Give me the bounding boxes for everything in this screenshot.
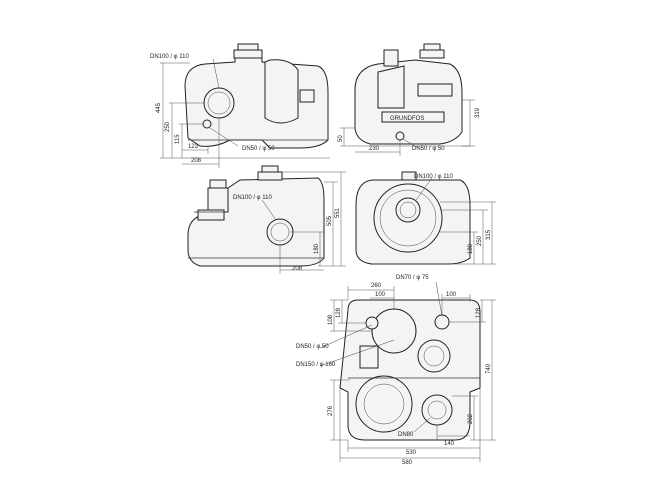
front-width-inlet: 208 (191, 158, 202, 164)
front-width-outlet: 123 (188, 144, 199, 150)
plan-view (319, 281, 496, 462)
front-inlet-label: DN100 / φ 110 (150, 54, 189, 60)
front-outlet-label: DN50 / φ 50 (242, 146, 275, 152)
side-flange (417, 83, 453, 97)
plan-dim-580: 580 (402, 460, 413, 466)
side-height-top: 319 (475, 107, 481, 118)
side-outlet-label: DN50 / φ 50 (412, 146, 445, 152)
front-height-outlet: 115 (175, 134, 181, 144)
side-brand-label: GRUNDFOS (390, 116, 424, 122)
rear-height-total: 551 (335, 207, 341, 218)
plan-outlet-label: DN50 / φ 50 (296, 344, 329, 350)
plan-dim-140: 140 (444, 441, 455, 447)
plan-dim-276: 276 (328, 405, 334, 416)
plan-dim-128b: 128 (476, 307, 482, 318)
side-width-base: 230 (369, 146, 380, 152)
end-view (355, 171, 496, 265)
end-inlet-label: DN100 / φ 110 (414, 174, 453, 180)
front-view (160, 43, 330, 168)
plan-drain-label: DN80 (398, 432, 414, 438)
rear-height-mid: 505 (327, 215, 333, 226)
plan-motor-ring (355, 375, 413, 433)
plan-dim-202: 202 (468, 413, 474, 424)
plan-dim-100a: 100 (375, 292, 386, 298)
side-height-base: 50 (338, 135, 344, 142)
plan-dim-740: 740 (486, 363, 492, 374)
end-height-a: 180 (468, 243, 474, 254)
plan-inlet-flange (371, 308, 417, 354)
plan-dim-108: 108 (328, 314, 334, 325)
plan-vent-label: DN70 / φ 75 (396, 275, 429, 281)
rear-height-inlet: 180 (314, 243, 320, 254)
front-height-total: 445 (156, 102, 162, 113)
end-height-b: 250 (477, 235, 483, 246)
end-height-c: 315 (486, 229, 492, 240)
plan-dim-100b: 100 (446, 292, 457, 298)
side-view: GRUNDFOS (340, 43, 475, 156)
plan-dim-530: 530 (406, 450, 417, 456)
plan-dim-128a: 128 (336, 307, 342, 318)
plan-dim-260: 260 (371, 283, 382, 289)
rear-width-inlet: 208 (292, 266, 303, 272)
rear-view (187, 165, 346, 274)
rear-inlet-label: DN100 / φ 110 (233, 195, 272, 201)
inlet-flange-icon (203, 87, 235, 119)
plan-inlet-label: DN150 / φ 160 (296, 362, 336, 368)
front-height-inlet: 250 (165, 121, 171, 132)
